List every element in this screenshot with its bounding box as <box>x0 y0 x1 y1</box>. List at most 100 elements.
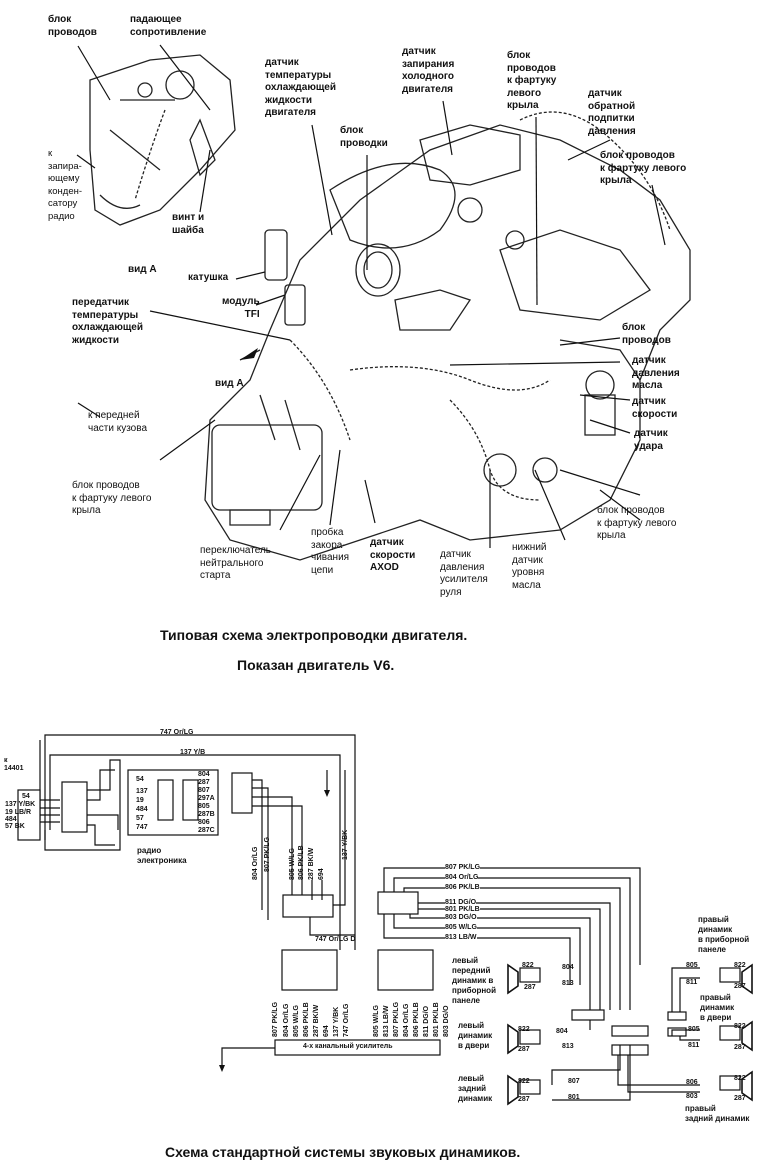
inset-drawing <box>89 54 236 226</box>
amp-left-wire: 804 Or/LG <box>283 1003 290 1037</box>
harness-wire-label: 801 PK/LB <box>445 906 480 914</box>
radio-electronics-label: радио электроника <box>137 846 187 865</box>
vwire-label: 804 Or/LG <box>252 846 259 880</box>
speaker-wire: 804 <box>562 964 574 971</box>
label-knock-sensor: датчик удара <box>634 428 668 452</box>
label-axod-speed-sensor: датчик скорости AXOD <box>370 537 416 573</box>
amp-left-wire: 287 BK/W <box>313 1004 320 1037</box>
speaker-wire: 801 <box>568 1094 580 1101</box>
amp-right-wire: 806 PK/LB <box>413 1002 420 1037</box>
label-view-a-top: вид А <box>128 264 157 275</box>
harness-wire-label: 811 DG/O <box>445 899 477 907</box>
speaker-caption: Схема стандартной системы звуковых динам… <box>165 1144 521 1160</box>
label-pressure-feedback-sensor: датчик обратной подпитки давления <box>588 88 636 137</box>
engine-drawing <box>204 111 691 561</box>
amp-right-wire: 803 DG/O <box>443 1005 450 1037</box>
engine-caption-line2: Показан двигатель V6. <box>237 657 395 673</box>
speaker-pin: 822 <box>734 1075 746 1082</box>
speaker-wire: 805 <box>688 1026 700 1033</box>
speaker-wire: 813 <box>562 980 574 987</box>
label-low-oil-level-sensor: нижний датчик уровня масла <box>512 542 547 591</box>
vwire-label: 805 W/LG <box>289 848 296 880</box>
speaker-wire: 811 <box>686 979 698 986</box>
label-speed-sensor: датчик скорости <box>632 396 678 420</box>
amp-left-wire: 137 Y/BK <box>333 1006 340 1037</box>
left-pin: 19 LB/R <box>5 809 32 816</box>
label-wire-block-left-fender-bottom-right: блок проводов к фартуку левого крыла <box>597 505 677 541</box>
radio-pin: 137 <box>136 788 148 795</box>
label-wire-block-left-fender-right: блок проводов к фартуку левого крыла <box>600 150 687 186</box>
radio-pin: 747 <box>136 824 148 831</box>
radio-pin: 297A <box>198 795 215 802</box>
label-wire-block: блок проводов <box>48 14 97 38</box>
amp-right-wire: 801 PK/LB <box>433 1002 440 1037</box>
radio-pin: 806 <box>198 819 210 826</box>
label-drop-resistor: падающее сопротивление <box>130 14 207 38</box>
radio-pin: 287B <box>198 811 215 818</box>
speaker-wire: 811 <box>688 1042 700 1049</box>
label-wire-block-left-fender-top: блок проводов к фартуку левого крыла <box>507 50 557 111</box>
left-pin: 137 Y/BK <box>5 801 36 808</box>
speaker-wire: 813 <box>562 1043 574 1050</box>
speaker-label-right-dash: правый динамик в приборной панеле <box>698 915 750 954</box>
radio-pin: 805 <box>198 803 210 810</box>
speaker-pin: 287 <box>524 984 536 991</box>
speaker-pin: 287 <box>518 1096 530 1103</box>
left-pin: 54 <box>22 793 30 800</box>
amplifier-label: 4-х канальный усилитель <box>303 1043 393 1050</box>
harness-wire-label: 806 PK/LB <box>445 884 480 892</box>
harness-wire-label: 807 PK/LG <box>445 864 481 872</box>
label-oil-pressure-sensor: датчик давления масла <box>632 355 680 391</box>
label-wire-block-left-fender-bottom-left: блок проводов к фартуку левого крыла <box>72 480 152 516</box>
label-cold-engine-lock-sensor: датчик запирания холодного двигателя <box>402 46 455 95</box>
speaker-pin: 822 <box>518 1026 530 1033</box>
amp-right-wire: 813 LB/W <box>383 1005 390 1037</box>
engine-caption-line1: Типовая схема электропроводки двигателя. <box>160 627 468 643</box>
amp-right-wire: 811 DG/O <box>423 1005 430 1037</box>
harness-wire-label: 803 DG/O <box>445 914 477 922</box>
radio-pin: 57 <box>136 815 144 822</box>
amp-left-wire: 806 PK/LB <box>303 1002 310 1037</box>
amp-left-wire: 694 <box>323 1025 330 1037</box>
speaker-pin: 822 <box>734 1023 746 1030</box>
left-pin: 484 <box>5 816 17 823</box>
speaker-wire: 803 <box>686 1093 698 1100</box>
speaker-label-left-rear: левый задний динамик <box>458 1074 493 1103</box>
label-neutral-start-switch: переключатель нейтрального старта <box>200 545 271 581</box>
radio-pin: 287 <box>198 779 210 786</box>
radio-pin: 804 <box>198 771 210 778</box>
radio-pin: 807 <box>198 787 210 794</box>
speaker-wire: 806 <box>686 1079 698 1086</box>
speaker-wire: 805 <box>686 962 698 969</box>
label-coil: катушка <box>188 272 229 283</box>
speaker-label-left-front: левый передний динамик в приборной панел… <box>452 956 496 1005</box>
speaker-pin: 287 <box>518 1046 530 1053</box>
speaker-label-left-door: левый динамик в двери <box>458 1021 493 1050</box>
amp-left-wire: 807 PK/LG <box>272 1001 279 1037</box>
speaker-pin: 287 <box>734 983 746 990</box>
harness-wire-label: 804 Or/LG <box>445 874 479 882</box>
speaker-pin: 822 <box>734 962 746 969</box>
radio-pin: 54 <box>136 776 144 783</box>
label-to-front-body: к передней части кузова <box>88 410 147 434</box>
label-power-steering-pressure-sensor: датчик давления усилителя руля <box>440 549 488 598</box>
label-coolant-temp-sender: передатчик температуры охлаждающей жидко… <box>72 297 144 346</box>
connector-ref-14401: к 14401 <box>4 757 24 772</box>
speaker-label-right-rear: правый задний динамик <box>685 1104 750 1123</box>
label-to-radio-capacitor: к запира- ющему конден- сатору радио <box>48 148 83 222</box>
label-tfi-module: модуль TFI <box>222 296 260 320</box>
label-coolant-temp-sensor: датчик температуры охлаждающей жидкости … <box>265 57 337 118</box>
vwire-label: 694 <box>318 868 325 880</box>
radio-pin: 484 <box>136 806 148 813</box>
speaker-pin: 822 <box>518 1078 530 1085</box>
wire-label-747-d: 747 Or/LG D <box>315 936 356 943</box>
amp-right-wire: 804 Or/LG <box>403 1003 410 1037</box>
wire-label-137: 137 Y/B <box>180 749 206 756</box>
vwire-label: 137 Y/BK <box>342 829 349 860</box>
harness-wire-label: 813 LB/W <box>445 934 477 942</box>
wiring-lines <box>17 734 700 1101</box>
vwire-label: 806 PK/LB <box>298 845 305 880</box>
amp-right-wire: 807 PK/LG <box>393 1001 400 1037</box>
